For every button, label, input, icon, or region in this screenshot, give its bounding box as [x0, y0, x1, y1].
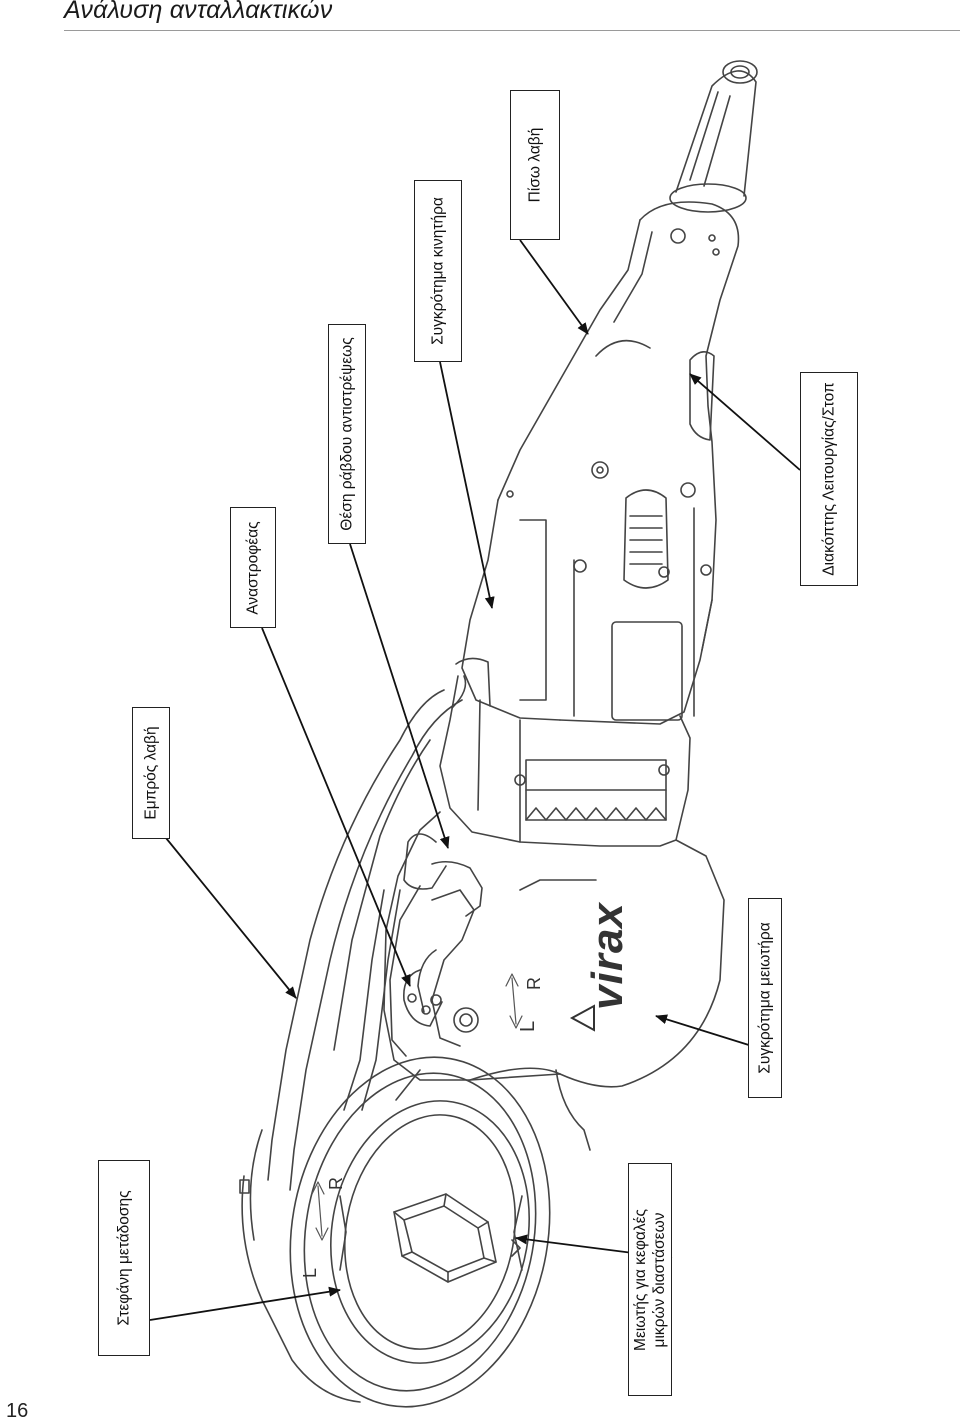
- leader-rear-handle: [519, 239, 589, 335]
- leader-front-handle: [165, 837, 297, 999]
- direction-arrows: [311, 973, 523, 1241]
- label-text: Διακόπτης Λειτουργίας/Στοπ: [820, 382, 838, 576]
- brand-chevron-icon: [569, 1004, 595, 1032]
- label-reverser: Αναστροφέας: [230, 507, 276, 628]
- leader-reverser: [261, 627, 411, 987]
- tool-drawing: [239, 60, 758, 1408]
- label-transmission-crown: Στεφάνη μετάδοσης: [98, 1160, 150, 1356]
- leader-gearbox: [655, 1014, 753, 1047]
- gearbox-body: [383, 811, 725, 1151]
- cable-sleeve: [669, 60, 758, 213]
- label-motor-assembly: Συγκρότημα κινητήρα: [414, 180, 462, 362]
- leader-motor-assembly: [439, 361, 495, 609]
- label-text: Πίσω λαβή: [526, 127, 544, 203]
- leader-transmission-crown: [149, 1286, 341, 1321]
- label-text-line2: μικρών διαστάσεων: [651, 1212, 668, 1347]
- leader-switch: [689, 373, 801, 471]
- label-reverse-rod-position: Θέση ράβδου αντιστρέψεως: [328, 324, 366, 544]
- label-text: Θέση ράβδου αντιστρέψεως: [338, 337, 356, 531]
- page-number: 16: [6, 1400, 29, 1422]
- marking-l-ring: L: [300, 1268, 320, 1278]
- label-text: Αναστροφέας: [244, 520, 262, 615]
- label-text: Συγκρότημα μειωτήρα: [756, 922, 774, 1074]
- rear-handle-body: [497, 201, 740, 651]
- page-title: Ανάλυση ανταλλακτικών: [64, 0, 333, 24]
- label-text: Εμπρός λαβή: [142, 726, 160, 820]
- brand-logo-text: virax: [583, 902, 632, 1010]
- label-on-off-switch: Διακόπτης Λειτουργίας/Στοπ: [800, 372, 858, 586]
- label-text-line1: Μειωτής για κεφαλές: [632, 1208, 649, 1351]
- label-gearbox-assembly: Συγκρότημα μειωτήρα: [748, 898, 782, 1098]
- label-text: Συγκρότημα κινητήρα: [429, 197, 447, 345]
- label-front-handle: Εμπρός λαβή: [132, 707, 170, 839]
- label-reducer-small-heads: Μειωτής για κεφαλές μικρών διαστάσεων: [628, 1163, 672, 1396]
- leader-lines: [149, 239, 801, 1321]
- motor-housing: [461, 489, 713, 725]
- marking-r-gearbox: R: [524, 977, 544, 990]
- marking-l-gearbox: L: [517, 1021, 539, 1032]
- front-handle-loop: [267, 675, 467, 1191]
- ring-head: [239, 1056, 551, 1408]
- leader-reverse-rod: [349, 543, 450, 849]
- brand-markings: virax L R L R: [300, 902, 632, 1278]
- marking-r-ring: R: [326, 1177, 346, 1190]
- label-text: Στεφάνη μετάδοσης: [115, 1190, 133, 1326]
- title-divider: [64, 30, 960, 31]
- label-rear-handle: Πίσω λαβή: [510, 90, 560, 240]
- gear-collar: [439, 657, 691, 847]
